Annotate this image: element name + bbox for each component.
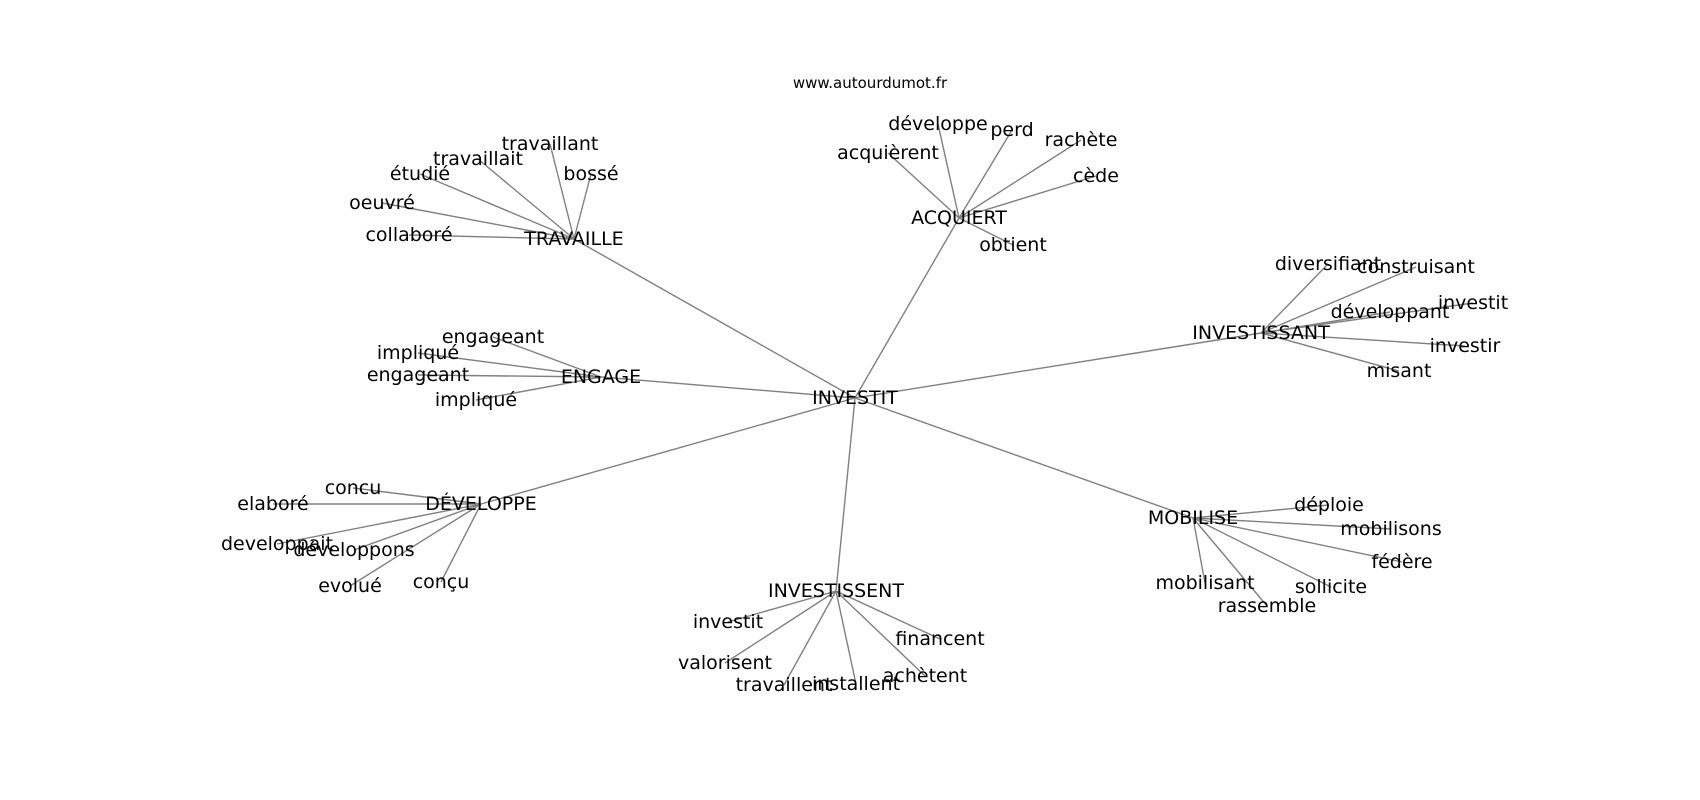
edge-investissent-financent <box>835 590 941 640</box>
leaf-word-financent: financent <box>895 628 984 650</box>
hub-word-investissant: INVESTISSANT <box>1192 322 1330 344</box>
leaf-word-construisant: construisant <box>1357 256 1475 278</box>
edge-mobilise-rassemble <box>1192 517 1268 607</box>
edge-engage-engageant <box>417 374 602 378</box>
edge-acquiert-acquierent <box>887 152 960 219</box>
edge-developpe-concu <box>352 487 482 505</box>
leaf-word-deploie: déploie <box>1294 494 1364 516</box>
leaf-word-engageant: engageant <box>367 364 469 386</box>
edge-investissant-developpant <box>1260 311 1391 334</box>
edge-investissant-investir <box>1260 332 1466 347</box>
edge-acquiert-rachete <box>958 139 1082 219</box>
edge-acquiert-perd <box>958 129 1013 219</box>
center-word: INVESTIT <box>812 387 898 409</box>
edge-center-engage <box>600 376 856 399</box>
source-url: www.autourdumot.fr <box>793 74 948 92</box>
edge-travaille-bosse <box>573 173 592 240</box>
edge-mobilise-deploie <box>1192 504 1330 519</box>
edge-investissant-misant <box>1260 332 1400 372</box>
leaf-word-cede: cède <box>1073 165 1119 187</box>
leaf-word-perd: perd <box>990 119 1033 141</box>
leaf-word-travaillent: travaillent <box>736 674 833 696</box>
edge-center-travaille <box>573 238 856 399</box>
leaf-word-developpe: développe <box>888 113 987 135</box>
leaf-word-developpait: developpait <box>221 533 333 555</box>
leaf-word-investit: investit <box>1438 292 1508 314</box>
leaf-word-achetent: achètent <box>883 665 967 687</box>
graph-edges <box>273 123 1474 686</box>
edge-center-mobilise <box>854 397 1194 519</box>
leaf-word-engageant: engageant <box>442 326 544 348</box>
edge-mobilise-sollicite <box>1192 517 1332 588</box>
edge-developpe-developpait <box>276 503 482 545</box>
edge-investissent-valorisent <box>724 590 837 664</box>
edge-center-investissent <box>835 397 856 592</box>
edge-travaille-travaillant <box>549 143 575 240</box>
edge-travaille-travaillait <box>477 158 575 240</box>
leaf-word-concu: concu <box>325 477 382 499</box>
edge-investissant-construisant <box>1260 266 1417 334</box>
edge-investissent-travaillent <box>783 590 837 686</box>
edge-investissant-diversifiant <box>1260 263 1329 334</box>
leaf-word-misant: misant <box>1367 360 1432 382</box>
leaf-word-rachete: rachète <box>1045 129 1118 151</box>
leaf-word-concu: conçu <box>413 571 470 593</box>
edge-developpe-concu <box>440 503 482 583</box>
edge-travaille-oeuvre <box>381 202 575 240</box>
leaf-word-implique: impliqué <box>377 342 459 364</box>
edge-travaille-collabore <box>408 234 575 240</box>
edge-developpe-developpons <box>353 503 482 551</box>
hub-word-engage: ENGAGE <box>561 366 641 388</box>
leaf-word-obtient: obtient <box>979 234 1047 256</box>
leaf-word-investit: investit <box>693 611 763 633</box>
edge-mobilise-mobilisons <box>1192 517 1392 530</box>
leaf-word-travaillait: travaillait <box>433 148 523 170</box>
edge-mobilise-mobilisant <box>1192 517 1206 584</box>
edge-acquiert-cede <box>958 175 1097 219</box>
leaf-word-oeuvre: oeuvré <box>349 192 415 214</box>
leaf-word-installent: installent <box>812 673 900 695</box>
edge-investissent-installent <box>835 590 857 685</box>
leaf-word-investir: investir <box>1430 335 1501 357</box>
edge-investissant-investit <box>1260 302 1474 334</box>
leaf-word-etudie: étudié <box>390 163 450 185</box>
leaf-word-sollicite: sollicite <box>1295 576 1367 598</box>
edge-mobilise-federe <box>1192 517 1403 563</box>
edge-investissent-investit <box>727 590 837 623</box>
leaf-word-travaillant: travaillant <box>502 133 599 155</box>
leaf-word-evolue: evolué <box>318 575 382 597</box>
leaf-word-elabore: elaboré <box>237 493 308 515</box>
edge-travaille-etudie <box>419 173 575 240</box>
leaf-word-developpons: développons <box>293 539 414 561</box>
hub-word-acquiert: ACQUIERT <box>911 207 1007 229</box>
edge-acquiert-obtient <box>958 217 1014 246</box>
leaf-word-federe: fédère <box>1371 551 1432 573</box>
hub-word-mobilise: MOBILISE <box>1148 507 1238 529</box>
leaf-word-implique: impliqué <box>435 389 517 411</box>
leaf-word-mobilisons: mobilisons <box>1340 518 1442 540</box>
hub-word-investissent: INVESTISSENT <box>768 580 904 602</box>
leaf-word-mobilisant: mobilisant <box>1155 572 1254 594</box>
edge-engage-engageant <box>492 336 602 378</box>
leaf-word-valorisent: valorisent <box>678 652 772 674</box>
edge-acquiert-developpe <box>937 123 960 219</box>
leaf-word-developpant: développant <box>1331 301 1450 323</box>
leaf-word-diversifiant: diversifiant <box>1275 253 1381 275</box>
edge-engage-implique <box>475 376 602 401</box>
edge-investissent-achetent <box>835 590 926 677</box>
hub-word-travaille: TRAVAILLE <box>523 228 623 250</box>
leaf-word-acquierent: acquièrent <box>837 142 939 164</box>
hub-word-developpe: DÉVELOPPE <box>425 492 536 515</box>
edge-engage-implique <box>417 352 602 378</box>
edge-center-investissant <box>854 332 1262 399</box>
edge-center-acquiert <box>854 217 960 399</box>
edge-developpe-evolue <box>349 503 482 587</box>
leaf-word-rassemble: rassemble <box>1218 595 1316 617</box>
edge-center-developpe <box>480 397 856 505</box>
leaf-word-collabore: collaboré <box>365 224 452 246</box>
leaf-word-bosse: bossé <box>563 163 618 185</box>
